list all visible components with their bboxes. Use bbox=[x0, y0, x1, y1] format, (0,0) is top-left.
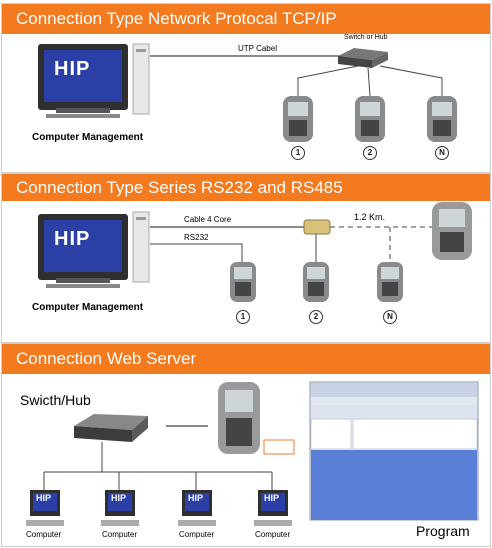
time-device-web-icon bbox=[218, 382, 295, 455]
computer-management-label: Computer Management bbox=[32, 302, 144, 313]
computer-monitor-icon bbox=[38, 214, 128, 288]
distance-label: 1.2 Km. bbox=[354, 212, 386, 222]
computer-label-1: Computer bbox=[26, 530, 62, 539]
device-number-1: 1 bbox=[291, 146, 305, 160]
client-computer-icon bbox=[101, 490, 139, 526]
section-header: Connection Web Server bbox=[2, 344, 490, 374]
device-number-2: 2 bbox=[309, 310, 323, 324]
switch-hub-label: Switch or Hub bbox=[344, 34, 388, 41]
hip-logo: HIP bbox=[54, 58, 91, 80]
time-device-2-icon bbox=[355, 96, 385, 142]
web-server-diagram bbox=[26, 381, 479, 526]
hip-logo: HIP bbox=[111, 493, 127, 503]
device-number-n: N bbox=[383, 310, 397, 324]
hip-logo: HIP bbox=[188, 493, 204, 503]
time-device-1-icon bbox=[283, 96, 313, 142]
link-device-2 bbox=[367, 67, 371, 97]
rs232-line bbox=[150, 243, 243, 262]
section-title: Connection Type Series RS232 and RS485 bbox=[16, 177, 343, 197]
program-window-screenshot bbox=[309, 381, 479, 521]
switch-hub-icon bbox=[74, 414, 148, 442]
client-computer-icon bbox=[26, 490, 64, 526]
time-device-n-icon bbox=[377, 262, 403, 302]
program-label: Program bbox=[416, 523, 470, 539]
computer-tower-icon bbox=[132, 211, 150, 283]
hip-logo: HIP bbox=[36, 493, 52, 503]
client-computer-icon bbox=[254, 490, 292, 526]
computer-management-label: Computer Management bbox=[32, 132, 144, 143]
section-header: Connection Type Series RS232 and RS485 bbox=[2, 174, 490, 201]
time-device-1-icon bbox=[230, 262, 256, 302]
time-device-n-icon bbox=[427, 96, 457, 142]
computer-tower-icon bbox=[132, 43, 150, 115]
link-device-1 bbox=[297, 65, 359, 96]
hip-logo: HIP bbox=[54, 228, 91, 250]
device-number-2: 2 bbox=[363, 146, 377, 160]
link-device-n bbox=[379, 65, 443, 96]
cable-4-core-label: Cable 4 Core bbox=[184, 215, 232, 224]
switch-hub-label: Swicth/Hub bbox=[20, 392, 91, 408]
hip-logo: HIP bbox=[264, 493, 280, 503]
client-computer-icon bbox=[178, 490, 216, 526]
rs232-label: RS232 bbox=[184, 233, 209, 242]
computer-label-4: Computer bbox=[255, 530, 291, 539]
time-device-large-icon bbox=[432, 202, 472, 260]
device-number-n: N bbox=[435, 146, 449, 160]
computer-label-3: Computer bbox=[179, 530, 215, 539]
rs485-converter-icon bbox=[303, 219, 331, 235]
time-device-2-icon bbox=[303, 262, 329, 302]
network-diagram-1 bbox=[38, 43, 457, 142]
switch-hub-icon bbox=[338, 48, 388, 68]
section-series-rs232-rs485: Connection Type Series RS232 and RS485 bbox=[1, 173, 491, 343]
section-header: Connection Type Network Protocal TCP/IP bbox=[2, 4, 490, 34]
computer-label-2: Computer bbox=[102, 530, 138, 539]
device-number-1: 1 bbox=[236, 310, 250, 324]
section-title: Connection Type Network Protocal TCP/IP bbox=[16, 9, 337, 28]
serial-diagram bbox=[38, 202, 472, 302]
section-web-server: Connection Web Server bbox=[1, 343, 491, 547]
section-title: Connection Web Server bbox=[16, 349, 197, 368]
section-network-tcpip: Connection Type Network Protocal TCP/IP bbox=[1, 3, 491, 173]
utp-cable-label: UTP Cabel bbox=[238, 44, 277, 53]
computer-monitor-icon bbox=[38, 44, 128, 118]
